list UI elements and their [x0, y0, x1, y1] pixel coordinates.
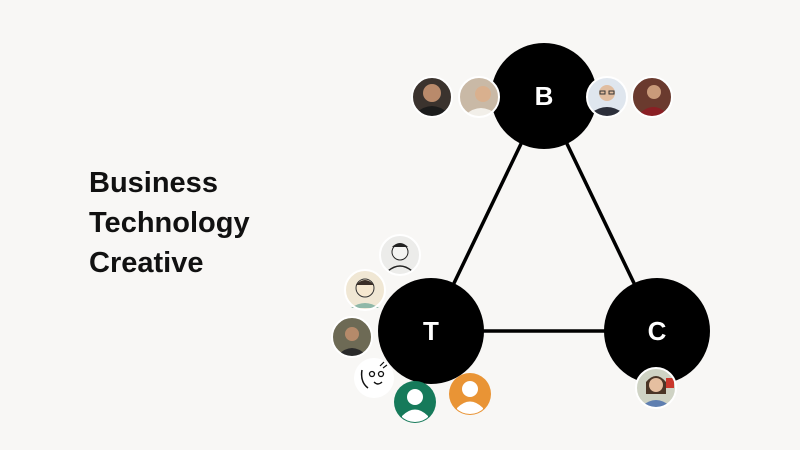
- person-photo-avatar: [331, 316, 373, 358]
- person-photo-avatar: [411, 76, 453, 118]
- node-t: T: [378, 278, 484, 384]
- label-technology: Technology: [89, 207, 250, 239]
- label-creative: Creative: [89, 247, 204, 279]
- person-photo-avatar: [631, 76, 673, 118]
- node-b-label: B: [535, 81, 554, 111]
- node-c: C: [604, 278, 710, 384]
- node-b: B: [491, 43, 597, 149]
- person-illustration-avatar: [344, 269, 386, 311]
- doodle-face-avatar: [354, 358, 394, 398]
- person-glasses-photo-avatar: [586, 76, 628, 118]
- person-photo-avatar: [458, 76, 500, 118]
- default-user-avatar-orange: [449, 373, 491, 415]
- category-labels: Business Technology Creative: [89, 163, 250, 283]
- label-business: Business: [89, 167, 218, 199]
- node-t-label: T: [423, 316, 439, 346]
- person-sketch-avatar: [379, 234, 421, 276]
- node-c-label: C: [648, 316, 667, 346]
- default-user-avatar-green: [394, 381, 436, 423]
- person-photo-avatar: [635, 367, 677, 409]
